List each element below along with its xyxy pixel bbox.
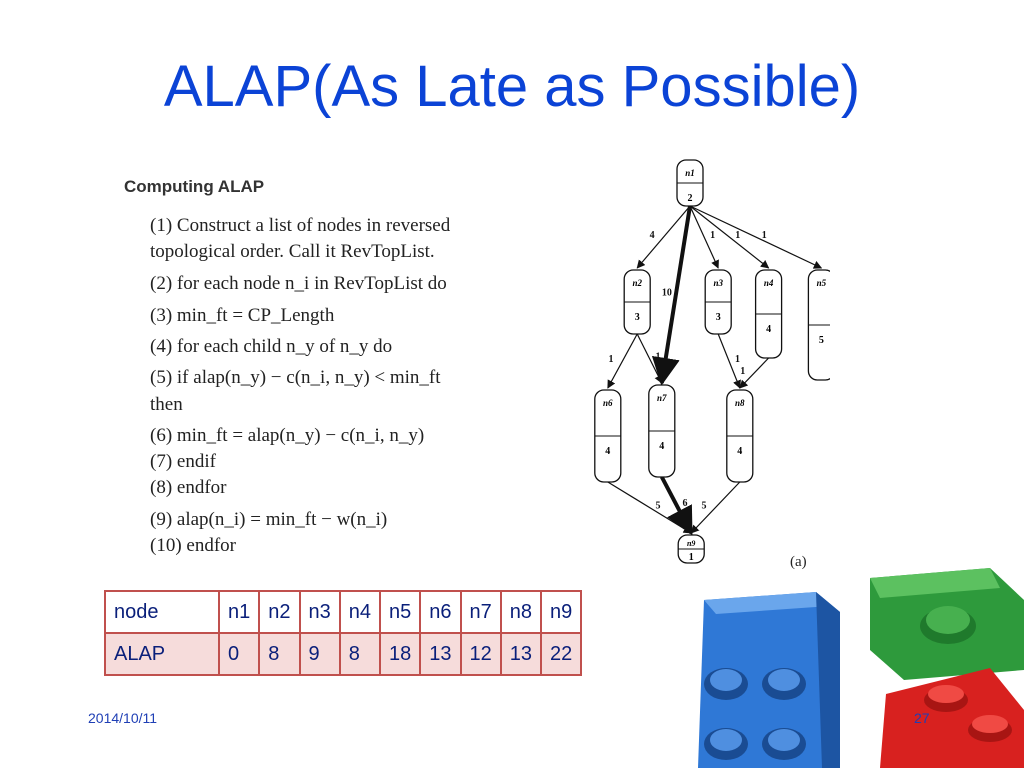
graph-node: n5 5 <box>807 269 830 381</box>
table-cell: 0 <box>217 632 261 676</box>
graph-node: n8 4 <box>726 389 754 483</box>
graph-edge <box>660 476 693 536</box>
graph-node: n4 4 <box>754 269 783 359</box>
graph-node: n2 3 <box>623 269 651 335</box>
algorithm-box: Computing ALAP (1) Construct a list of n… <box>122 172 542 555</box>
table-cell: 12 <box>459 632 502 676</box>
algorithm-heading: Computing ALAP <box>124 177 265 196</box>
algorithm-line: (7) endif <box>150 451 216 472</box>
table-cell: node <box>104 590 220 634</box>
slide-title: ALAP(As Late as Possible) <box>163 54 861 119</box>
graph-node: n91 <box>677 534 705 564</box>
edge-cost-label: 1 <box>735 354 740 365</box>
table-cell: 9 <box>298 632 341 676</box>
graph-edge <box>636 205 691 269</box>
table-cell: n3 <box>298 590 341 634</box>
table-cell: ALAP <box>104 632 220 676</box>
node-label: n3 <box>713 278 723 288</box>
algorithm-line: (6) min_ft = alap(n_y) − c(n_i, n_y) <box>150 425 425 446</box>
table-cell: n2 <box>258 590 301 634</box>
table-cell: n7 <box>459 590 502 634</box>
edge-cost-label: 4 <box>650 230 655 241</box>
algorithm-line: (2) for each node n_i in RevTopList do <box>150 273 447 294</box>
edge-cost-label: 5 <box>702 501 707 512</box>
node-label: n5 <box>817 278 827 288</box>
node-weight: 3 <box>716 312 721 323</box>
graph-node: n6 4 <box>594 389 622 483</box>
table-row: ALAP 0 8 9 8 18 13 12 13 22 <box>104 632 583 676</box>
algorithm-line: (10) endfor <box>150 535 236 556</box>
node-weight: 4 <box>766 324 771 335</box>
node-weight: 4 <box>605 446 610 457</box>
graph-node: n3 3 <box>704 269 732 335</box>
node-label: n2 <box>632 278 642 288</box>
edge-cost-label: 10 <box>662 288 672 299</box>
node-weight: 4 <box>659 441 664 452</box>
algorithm-line: (1) Construct a list of nodes in reverse… <box>150 215 451 236</box>
edge-cost-label: 1 <box>762 230 767 241</box>
table-cell: n6 <box>419 590 462 634</box>
node-label: n4 <box>764 278 774 288</box>
table-cell: n9 <box>539 590 583 634</box>
algorithm-line: then <box>150 394 183 415</box>
alap-table: node n1 n2 n3 n4 n5 n6 n7 n8 n9 ALAP 0 8… <box>104 590 583 676</box>
graph-caption: (a) <box>790 554 807 570</box>
algorithm-line: (9) alap(n_i) = min_ft − w(n_i) <box>150 509 388 530</box>
edge-cost-label: 1 <box>740 366 745 377</box>
graph-edge <box>636 333 663 384</box>
node-weight: 1 <box>689 552 694 563</box>
algorithm-line: (4) for each child n_y of n_y do <box>150 336 393 357</box>
table-cell: 8 <box>258 632 301 676</box>
node-weight: 4 <box>737 446 742 457</box>
algorithm-line: (3) min_ft = CP_Length <box>150 305 335 326</box>
algorithm-line: (8) endfor <box>150 477 227 498</box>
footer-date: 2014/10/11 <box>88 710 158 726</box>
graph-edge <box>689 205 823 269</box>
edge-cost-label: 5 <box>656 501 661 512</box>
graph-edge <box>739 357 770 389</box>
graph-edge <box>689 205 719 269</box>
table-cell: 13 <box>499 632 543 676</box>
node-label: n1 <box>685 168 695 178</box>
algorithm-line: topological order. Call it RevTopList. <box>150 241 435 262</box>
edge-cost-label: 1 <box>609 354 614 365</box>
node-label: n9 <box>687 539 695 548</box>
table-cell: 8 <box>338 632 382 676</box>
table-cell: 22 <box>539 632 583 676</box>
graph-node: n1 2 <box>676 159 704 207</box>
table-cell: n8 <box>499 590 543 634</box>
edge-cost-label: 1 <box>735 230 740 241</box>
node-weight: 2 <box>688 193 693 204</box>
table-cell: 13 <box>419 632 462 676</box>
edge-cost-label: 6 <box>683 498 688 509</box>
table-cell: n1 <box>217 590 261 634</box>
graph-edge <box>717 333 741 389</box>
node-weight: 5 <box>819 335 824 346</box>
graph-edge <box>607 333 638 389</box>
edge-cost-label: 1 <box>710 230 715 241</box>
graph-node: n7 4 <box>648 384 676 478</box>
node-label: n7 <box>657 393 667 403</box>
algorithm-line: (5) if alap(n_y) − c(n_i, n_y) < min_ft <box>150 367 441 388</box>
table-cell: n5 <box>378 590 422 634</box>
page-number: 27 <box>914 710 930 726</box>
graph-edge <box>651 205 692 386</box>
graph-edge <box>690 481 741 534</box>
table-cell: n4 <box>338 590 382 634</box>
table-cell: 18 <box>378 632 422 676</box>
node-weight: 3 <box>635 312 640 323</box>
node-label: n6 <box>603 398 613 408</box>
toy-blocks-illustration <box>698 568 1024 768</box>
edge-cost-label: 1 <box>656 352 661 363</box>
graph-edge <box>689 205 770 269</box>
node-label: n8 <box>735 398 745 408</box>
table-header-row: node n1 n2 n3 n4 n5 n6 n7 n8 n9 <box>104 590 583 634</box>
